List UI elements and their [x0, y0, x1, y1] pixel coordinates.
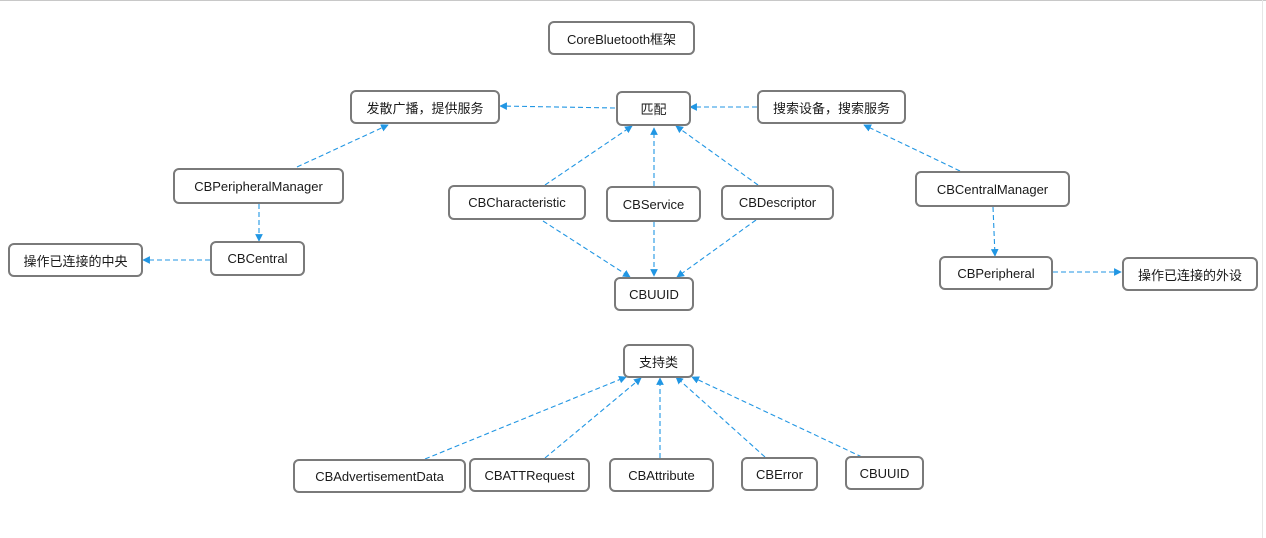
node-error: CBError: [741, 457, 818, 491]
edge-match-to-advertise: [499, 102, 616, 110]
edge-central-manager-to-scan: [863, 124, 961, 172]
top-border: [0, 0, 1266, 1]
node-attribute: CBAttribute: [609, 458, 714, 492]
node-op-peripheral: 操作已连接的外设: [1122, 257, 1258, 291]
edge-att-request-to-support: [544, 377, 642, 459]
node-uuid-top: CBUUID: [614, 277, 694, 311]
node-adv-data: CBAdvertisementData: [293, 459, 466, 493]
node-framework-title: CoreBluetooth框架: [548, 21, 695, 55]
edge-central-manager-to-peripheral: [990, 206, 999, 257]
edge-peripheral-manager-to-advertise: [296, 124, 389, 168]
node-op-central: 操作已连接的中央: [8, 243, 143, 277]
edge-descriptor-to-match: [675, 125, 759, 186]
node-support: 支持类: [623, 344, 694, 378]
edge-adv-data-to-support: [424, 376, 627, 460]
node-central: CBCentral: [210, 241, 305, 276]
edge-characteristic-to-match: [544, 125, 633, 186]
node-central-manager: CBCentralManager: [915, 171, 1070, 207]
edge-uuid-to-support: [691, 376, 863, 458]
node-match: 匹配: [616, 91, 691, 126]
node-service: CBService: [606, 186, 701, 222]
node-peripheral-manager: CBPeripheralManager: [173, 168, 344, 204]
node-att-request: CBATTRequest: [469, 458, 590, 492]
node-descriptor: CBDescriptor: [721, 185, 834, 220]
edge-error-to-support: [675, 376, 766, 458]
right-edge: [1262, 0, 1263, 538]
edge-characteristic-to-uuid: [542, 220, 631, 278]
node-scan: 搜索设备，搜索服务: [757, 90, 906, 124]
node-advertise: 发散广播，提供服务: [350, 90, 500, 124]
edge-descriptor-to-uuid: [676, 219, 757, 278]
node-uuid-bottom: CBUUID: [845, 456, 924, 490]
node-peripheral: CBPeripheral: [939, 256, 1053, 290]
node-characteristic: CBCharacteristic: [448, 185, 586, 220]
